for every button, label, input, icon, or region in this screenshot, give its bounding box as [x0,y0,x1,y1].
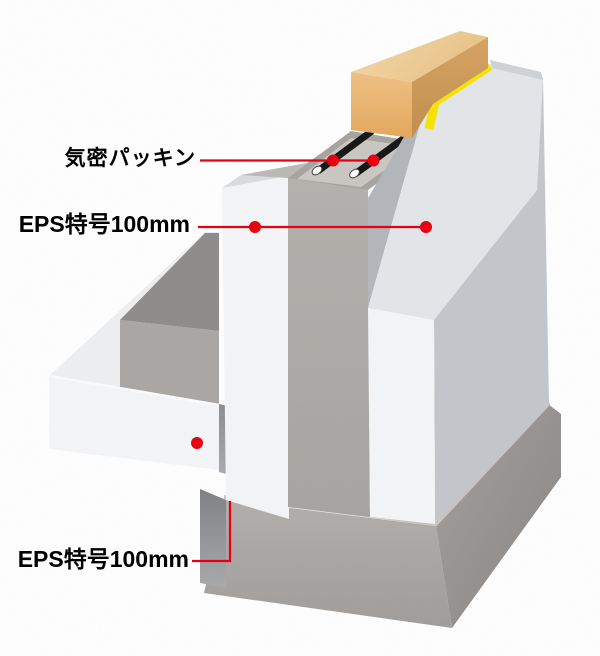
label-airtight-packing: 気密パッキン [64,147,196,170]
annotations [191,154,432,563]
marker-dot-packing-right [367,154,380,167]
label-eps-wall: EPS特号100mm [18,211,190,237]
marker-dot-packing-left [327,154,339,167]
leader-line-eps-footing [192,501,232,563]
marker-dot-inner-eps [249,221,261,233]
marker-dot-slab-eps [191,437,203,449]
marker-dot-outer-eps [420,221,432,233]
label-eps-footing: EPS特号100mm [17,546,189,572]
